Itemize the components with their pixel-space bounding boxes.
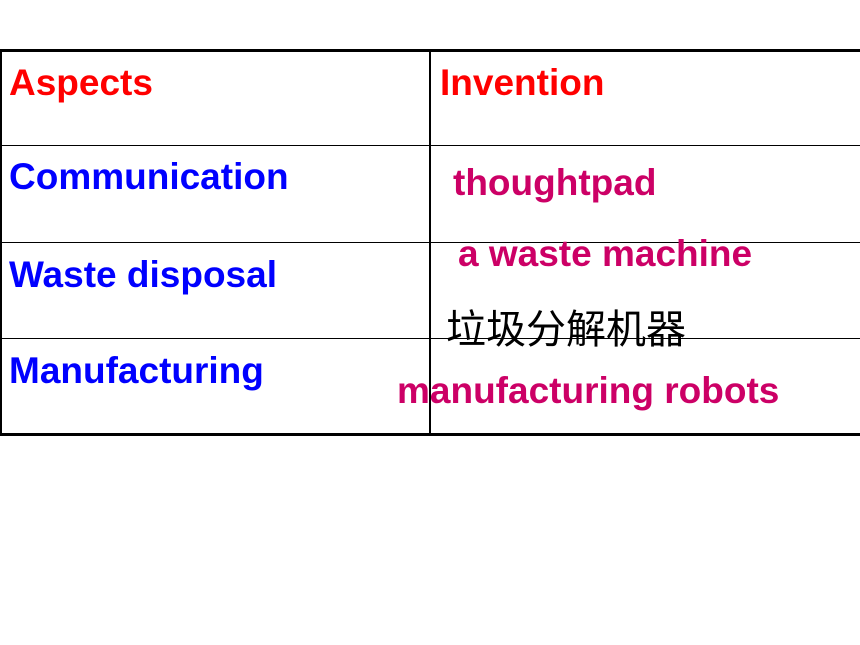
aspect-communication: Communication bbox=[9, 156, 289, 197]
table-left-border bbox=[0, 50, 2, 436]
chinese-annotation: 垃圾分解机器 bbox=[446, 307, 686, 353]
column-divider bbox=[429, 50, 431, 436]
aspect-manufacturing: Manufacturing bbox=[9, 350, 264, 391]
aspect-waste-disposal: Waste disposal bbox=[9, 254, 277, 295]
invention-manufacturing-robots: manufacturing robots bbox=[397, 370, 780, 411]
invention-thoughtpad: thoughtpad bbox=[453, 162, 657, 203]
invention-waste-machine: a waste machine bbox=[458, 233, 753, 274]
header-invention: Invention bbox=[440, 62, 605, 103]
header-aspects: Aspects bbox=[9, 62, 153, 103]
